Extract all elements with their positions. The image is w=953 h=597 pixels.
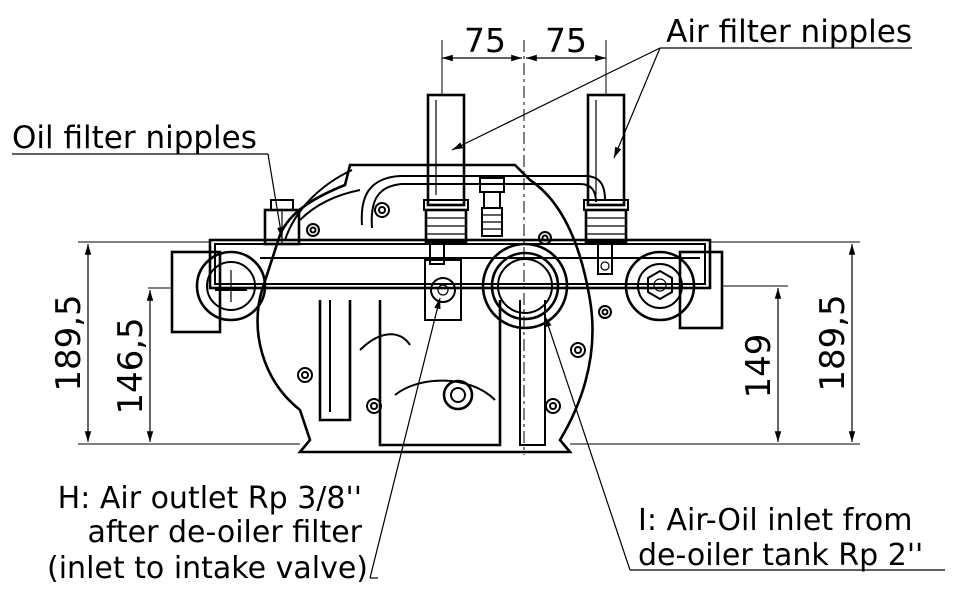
dimension-75-right: 75 xyxy=(526,21,606,62)
air-filter-nipple-right xyxy=(583,93,629,244)
leader-oil-filter: Oil filter nipples xyxy=(12,120,284,239)
i-label-line1: I: Air-Oil inlet from xyxy=(638,503,913,538)
h-label-line1: H: Air outlet Rp 3/8'' xyxy=(58,481,362,516)
dim-146-5-left-text: 146,5 xyxy=(111,317,151,414)
construction-lines xyxy=(78,40,860,455)
i-label-line2: de-oiler tank Rp 2'' xyxy=(638,538,923,573)
dimension-189-5-right: 189,5 xyxy=(813,244,856,442)
leader-air-filter: Air filter nipples xyxy=(451,14,912,159)
leader-h-outlet: H: Air outlet Rp 3/8'' after de-oiler fi… xyxy=(47,297,441,586)
dim-149-right-text: 149 xyxy=(739,334,779,399)
dim-75-left-text: 75 xyxy=(464,21,506,60)
dimension-146-5-left: 146,5 xyxy=(111,290,154,442)
h-label-line2: after de-oiler filter xyxy=(87,515,362,550)
dimension-149-right: 149 xyxy=(739,288,782,442)
leader-i-inlet: I: Air-Oil inlet from de-oiler tank Rp 2… xyxy=(544,315,945,573)
dimension-75-left: 75 xyxy=(442,21,522,62)
h-label-line3: (inlet to intake valve) xyxy=(47,551,368,586)
air-filter-nipple-left xyxy=(423,93,469,244)
compressor-body xyxy=(170,163,724,454)
oil-filter-nipples-label: Oil filter nipples xyxy=(12,120,257,156)
air-filter-nipples-label: Air filter nipples xyxy=(666,14,912,50)
dim-189-5-left-text: 189,5 xyxy=(49,294,89,391)
dim-75-right-text: 75 xyxy=(545,21,587,60)
dim-189-5-right-text: 189,5 xyxy=(813,294,853,391)
dimension-189-5-left: 189,5 xyxy=(49,244,92,442)
